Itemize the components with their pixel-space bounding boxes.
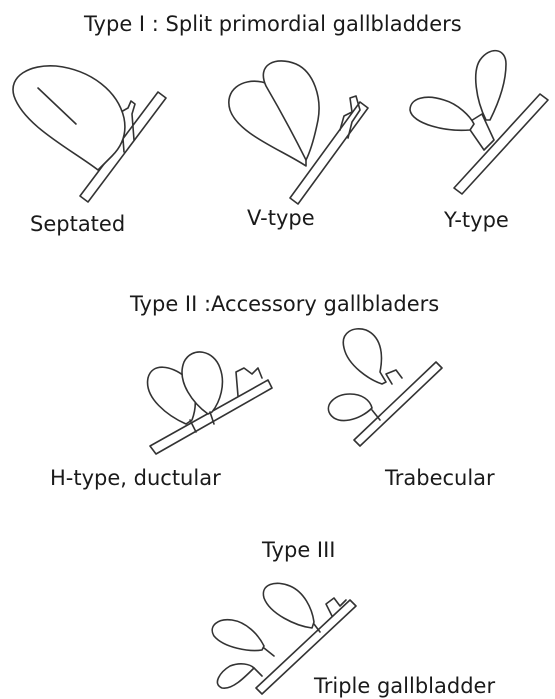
ytype-lower-lobe xyxy=(410,97,474,130)
trabecular-label: Trabecular xyxy=(385,468,495,489)
type1-heading: Type I : Split primordial gallbladders xyxy=(84,14,462,35)
ytype-label: Y-type xyxy=(444,210,509,231)
vtype-illustration xyxy=(229,61,368,204)
trabecular-lower-lobe xyxy=(328,394,372,421)
trabecular-duct-stub xyxy=(386,370,402,384)
triple-lobe-middle xyxy=(212,620,264,651)
trabecular-illustration xyxy=(328,329,442,446)
vtype-label: V-type xyxy=(247,208,315,229)
septated-label: Septated xyxy=(30,214,125,235)
triple-lobe-bottom xyxy=(217,664,254,688)
htype-label: H-type, ductular xyxy=(50,468,221,489)
triple-label: Triple gallbladder xyxy=(314,676,495,697)
ytype-upper-lobe xyxy=(476,51,506,120)
ytype-duct xyxy=(454,94,548,194)
type2-heading: Type II :Accessory gallbladers xyxy=(130,294,439,315)
type3-heading: Type III xyxy=(262,540,336,561)
htype-illustration xyxy=(148,352,272,454)
ytype-illustration xyxy=(410,51,548,194)
trabecular-upper-lobe xyxy=(343,329,386,384)
triple-lobe-top xyxy=(263,583,314,628)
septated-illustration xyxy=(13,66,166,202)
